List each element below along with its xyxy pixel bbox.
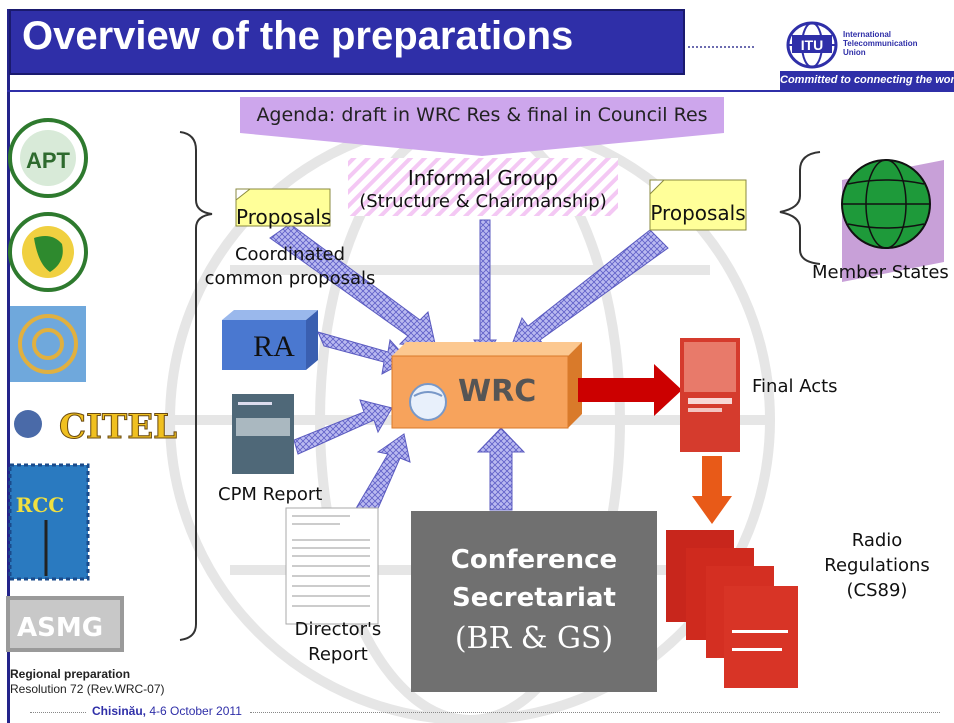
coordinated-line1: Coordinated xyxy=(234,244,346,265)
apt-logo: APT xyxy=(8,118,88,198)
ra-box xyxy=(222,310,318,370)
left-bracket xyxy=(179,131,213,641)
radio-regulations-line2: Regulations xyxy=(824,555,930,576)
itu-tagline: Committed to connecting the world xyxy=(780,71,954,90)
itu-name-line2: Telecommunication xyxy=(843,39,918,48)
directors-report-line2: Report xyxy=(308,644,368,665)
itu-name-line1: International xyxy=(843,30,892,39)
resolution-label: Resolution 72 (Rev.WRC-07) xyxy=(10,682,165,696)
wrc-box xyxy=(391,342,582,429)
footer-dotted-line-left xyxy=(30,712,86,713)
footer-location: Chisinău, 4-6 October 2011 xyxy=(92,704,242,718)
proposals-left-label: Proposals xyxy=(236,205,332,229)
final-acts-label: Final Acts xyxy=(752,376,838,397)
proposal-notes xyxy=(235,179,747,231)
conference-secretariat-line1: Conference xyxy=(450,545,618,575)
asmg-logo: ASMG xyxy=(6,596,124,652)
agenda-box: Agenda: draft in WRC Res & final in Coun… xyxy=(240,97,724,133)
footer-dates: 4-6 October 2011 xyxy=(149,704,242,718)
cpm-report-label: CPM Report xyxy=(218,484,323,505)
conference-secretariat-box: Conference Secretariat (BR & GS) xyxy=(411,511,657,692)
page-title: Overview of the preparations xyxy=(22,14,574,58)
agenda-arrow xyxy=(240,133,724,156)
radio-regulations-label: Radio Regulations (CS89) xyxy=(812,528,942,603)
member-states-label: Member States xyxy=(812,262,949,283)
final-acts-arrow xyxy=(578,364,682,416)
radio-regulations-books xyxy=(666,530,798,688)
proposals-right-label: Proposals xyxy=(650,201,746,225)
conference-secretariat-line2: Secretariat xyxy=(452,583,616,613)
radio-regulations-line1: Radio xyxy=(851,530,903,551)
member-states-globe-icon xyxy=(841,159,944,282)
itu-name: International Telecommunication Union xyxy=(843,30,918,57)
directors-report-line1: Director's xyxy=(294,619,382,640)
radio-regulations-line3: (CS89) xyxy=(846,580,908,601)
citel-logo: CITEL xyxy=(14,407,178,448)
itu-badge-text: ITU xyxy=(801,37,824,53)
radio-regs-arrow xyxy=(692,456,732,524)
apt-logo-text: APT xyxy=(26,148,71,173)
informal-group-line2: (Structure & Chairmanship) xyxy=(359,191,607,212)
input-arrows xyxy=(269,219,669,537)
footer-city: Chisinău, xyxy=(92,704,147,718)
footer-dotted-line xyxy=(250,712,940,713)
informal-group-line1: Informal Group xyxy=(407,166,559,190)
title-bar xyxy=(9,9,685,75)
itu-name-line3: Union xyxy=(843,48,866,57)
rcc-logo-text: RCC xyxy=(16,493,64,517)
conference-secretariat-line3: (BR & GS) xyxy=(454,621,614,656)
final-acts-book xyxy=(680,338,740,452)
asmg-logo-text: ASMG xyxy=(17,613,103,643)
cept-logo xyxy=(10,306,86,382)
directors-report-label: Director's Report xyxy=(278,617,398,667)
informal-group-label: Informal Group (Structure & Chairmanship… xyxy=(348,166,618,214)
atu-logo xyxy=(8,212,88,292)
directors-report-doc xyxy=(285,507,379,625)
itu-globe-icon: ITU xyxy=(786,21,838,69)
wrc-label: WRC xyxy=(458,374,537,409)
rcc-logo: RCC xyxy=(8,463,90,581)
right-bracket xyxy=(779,151,821,265)
citel-logo-text: CITEL xyxy=(59,407,177,447)
regional-preparation-label: Regional preparation xyxy=(10,667,131,681)
header-rule xyxy=(7,90,954,92)
informal-group-box xyxy=(348,158,618,216)
coordinated-proposals-label: Coordinated common proposals xyxy=(200,243,380,291)
ra-label: RA xyxy=(253,330,295,363)
coordinated-line2: common proposals xyxy=(204,268,376,289)
cpm-report-doc xyxy=(232,394,294,474)
title-dotted-line xyxy=(688,46,754,48)
left-rule xyxy=(7,9,10,723)
